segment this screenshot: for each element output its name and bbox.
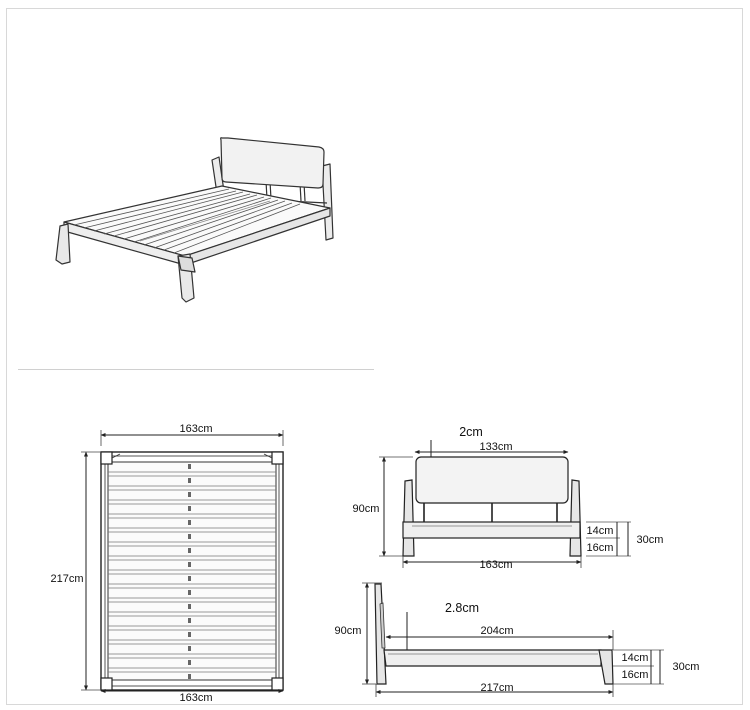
front-frame-width-label: 163cm [479, 559, 512, 571]
plan-length-label: 217cm [50, 573, 83, 585]
side-headboard-thickness-label: 2.8cm [445, 601, 479, 615]
plan-center-beam [188, 464, 191, 679]
side-total-height-label: 90cm [335, 625, 362, 637]
side-foot-leg [598, 649, 614, 685]
front-left-leg [55, 223, 71, 265]
front-view: 2cm 133cm 90cm 163cm 14cm [353, 425, 664, 571]
front-headboard-width-label: 133cm [479, 441, 512, 453]
bed-perspective-illustration [55, 137, 334, 303]
side-bed-height-label: 30cm [673, 661, 700, 673]
front-rail-height-label: 14cm [587, 525, 614, 537]
front-leg-clearance-label: 16cm [587, 542, 614, 554]
side-total-length-label: 217cm [480, 682, 513, 694]
front-headboard-thickness-label: 2cm [459, 425, 483, 439]
plan-top-width-label: 163cm [179, 423, 212, 435]
side-leg-clearance-label: 16cm [622, 669, 649, 681]
side-view: 90cm 2.8cm 204cm 217cm 14cm 16cm 30cm [335, 582, 700, 697]
side-headboard [374, 583, 387, 685]
side-inner-length-label: 204cm [480, 625, 513, 637]
plan-slats [108, 471, 276, 673]
image-frame [6, 8, 743, 705]
front-bed-height-label: 30cm [637, 534, 664, 546]
plan-bottom-width-label: 163cm [179, 692, 212, 704]
front-total-height-label: 90cm [353, 503, 380, 515]
front-rail [402, 521, 581, 539]
headboard-panel [220, 137, 325, 189]
section-divider [18, 369, 374, 370]
plan-view: 163cm 217cm [50, 423, 284, 704]
side-rail [383, 649, 602, 667]
front-headboard-panel [415, 456, 569, 504]
side-rail-height-label: 14cm [622, 652, 649, 664]
front-left-post [402, 479, 415, 557]
front-right-post [569, 479, 582, 557]
platform-slats [73, 188, 301, 254]
